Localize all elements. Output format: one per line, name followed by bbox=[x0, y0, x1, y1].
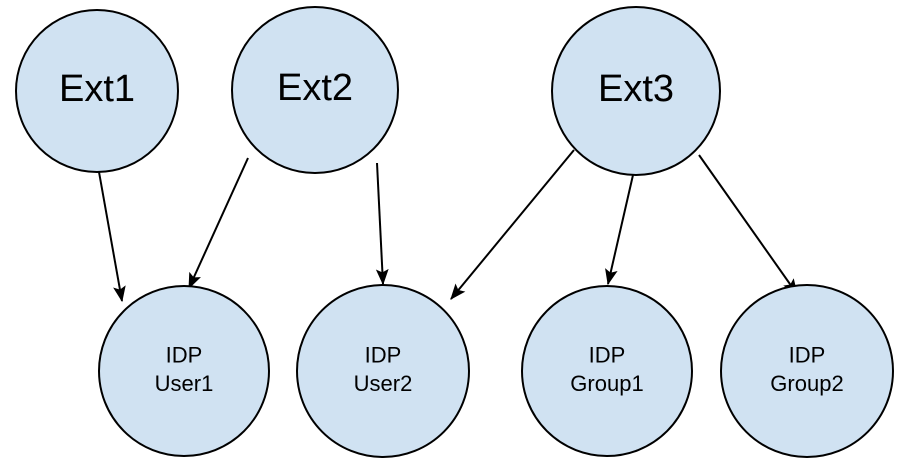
node-circle-idp_group2[interactable] bbox=[720, 284, 894, 458]
edges-layer bbox=[98, 149, 798, 303]
edge-ext1-to-idp_user1 bbox=[98, 171, 126, 303]
edge-ext2-to-idp_user2 bbox=[375, 162, 389, 286]
node-ext3[interactable]: Ext3 bbox=[551, 6, 721, 176]
node-ext2[interactable]: Ext2 bbox=[231, 6, 399, 174]
node-ext1[interactable]: Ext1 bbox=[15, 9, 179, 173]
node-circle-ext1[interactable] bbox=[15, 9, 179, 173]
node-circle-idp_user2[interactable] bbox=[296, 284, 470, 458]
node-circle-ext2[interactable] bbox=[231, 6, 399, 174]
edge-ext2-to-idp_user1 bbox=[188, 157, 249, 290]
edge-ext3-to-idp_user2 bbox=[450, 149, 575, 300]
node-circle-ext3[interactable] bbox=[551, 6, 721, 176]
edge-ext3-to-idp_group1 bbox=[605, 174, 634, 286]
node-circle-idp_user1[interactable] bbox=[98, 285, 270, 457]
edge-ext3-to-idp_group2 bbox=[698, 154, 798, 295]
node-circle-idp_group1[interactable] bbox=[521, 285, 693, 457]
